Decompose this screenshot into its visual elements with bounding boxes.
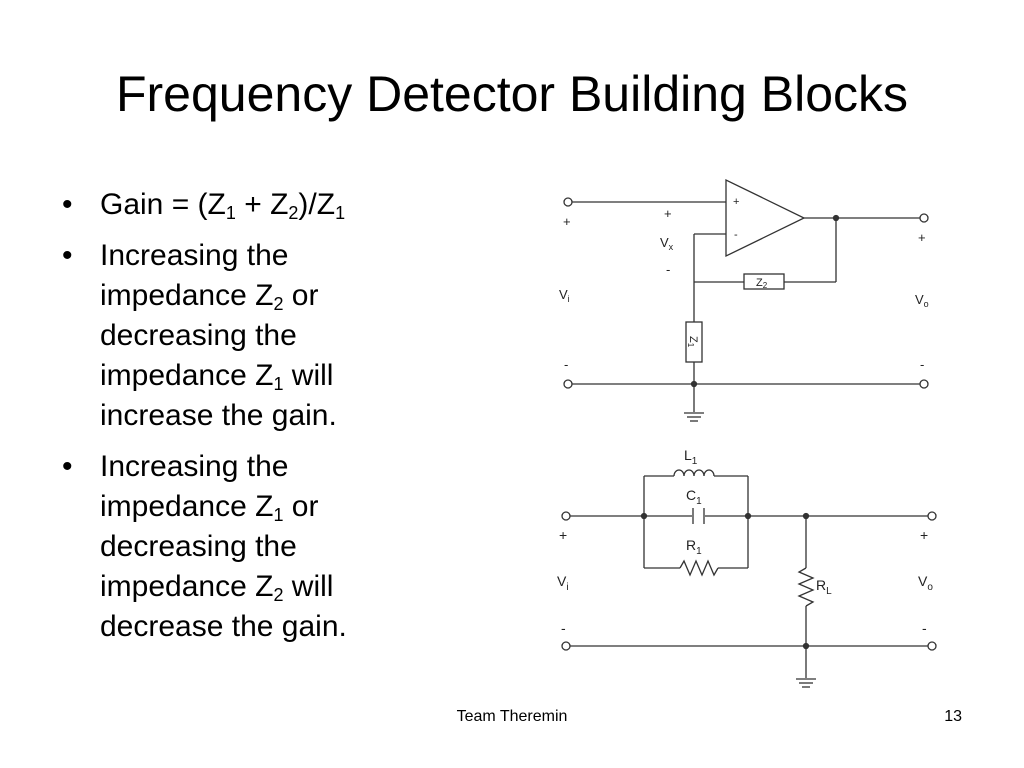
vo-label-top: Vo — [915, 292, 929, 309]
opamp-minus-out-label: - — [920, 357, 924, 372]
filter-plus-in-label: + — [559, 527, 567, 543]
filter-output-terminal-top — [927, 511, 937, 521]
resistor-rl — [797, 567, 815, 607]
opamp-inverting-sign: - — [734, 229, 738, 241]
opamp-minus-mid-label: - — [666, 262, 670, 277]
filter-minus-in-label: - — [561, 620, 566, 636]
opamp-minus-in-label: - — [564, 357, 568, 372]
slide-title: Frequency Detector Building Blocks — [115, 66, 909, 122]
bullet-list: Gain = (Z1 + Z2)/Z1 Increasing the imped… — [60, 185, 440, 658]
bullet-gain-formula: Gain = (Z1 + Z2)/Z1 — [60, 185, 440, 225]
vx-label: Vx — [660, 235, 674, 252]
output-terminal-bottom — [919, 379, 929, 389]
filter-output-terminal-bottom — [927, 641, 937, 651]
opamp-circuit — [563, 178, 929, 422]
l1-label: L1 — [684, 447, 698, 467]
input-terminal-top — [563, 197, 573, 207]
output-terminal-top — [919, 213, 929, 223]
opamp-labels: + - + - + - + - Vx Vi Vo Z2 Z1 — [559, 196, 929, 372]
c1-label: C1 — [686, 487, 702, 507]
rl-label: RL — [816, 577, 832, 597]
page-number: 13 — [944, 708, 962, 725]
bullet-increase-gain: Increasing the impedance Z2 or decreasin… — [60, 236, 440, 436]
opamp-symbol — [725, 178, 806, 258]
vi-label-top: Vi — [559, 287, 570, 304]
filter-labels: L1 C1 R1 RL Vi Vo + - + - — [557, 447, 933, 636]
filter-input-terminal-bottom — [561, 641, 571, 651]
opamp-noninverting-sign: + — [733, 196, 739, 208]
z2-label: Z2 — [756, 277, 768, 290]
filter-minus-out-label: - — [922, 620, 927, 636]
resistor-r1 — [679, 559, 719, 577]
opamp-plus-mid-label: + — [664, 206, 672, 221]
opamp-plus-out-label: + — [918, 230, 926, 245]
vo-label-bottom: Vo — [918, 573, 933, 593]
footer-team-name: Team Theremin — [456, 708, 568, 725]
inductor-l1 — [673, 469, 715, 477]
filter-plus-out-label: + — [920, 527, 928, 543]
filter-circuit — [561, 469, 937, 688]
z1-label: Z1 — [686, 336, 699, 348]
vi-label-bottom: Vi — [557, 573, 569, 593]
r1-label: R1 — [686, 537, 702, 557]
opamp-plus-in-label: + — [563, 214, 571, 229]
filter-input-terminal-top — [561, 511, 571, 521]
bullet-decrease-gain: Increasing the impedance Z1 or decreasin… — [60, 447, 440, 647]
input-terminal-bottom — [563, 379, 573, 389]
